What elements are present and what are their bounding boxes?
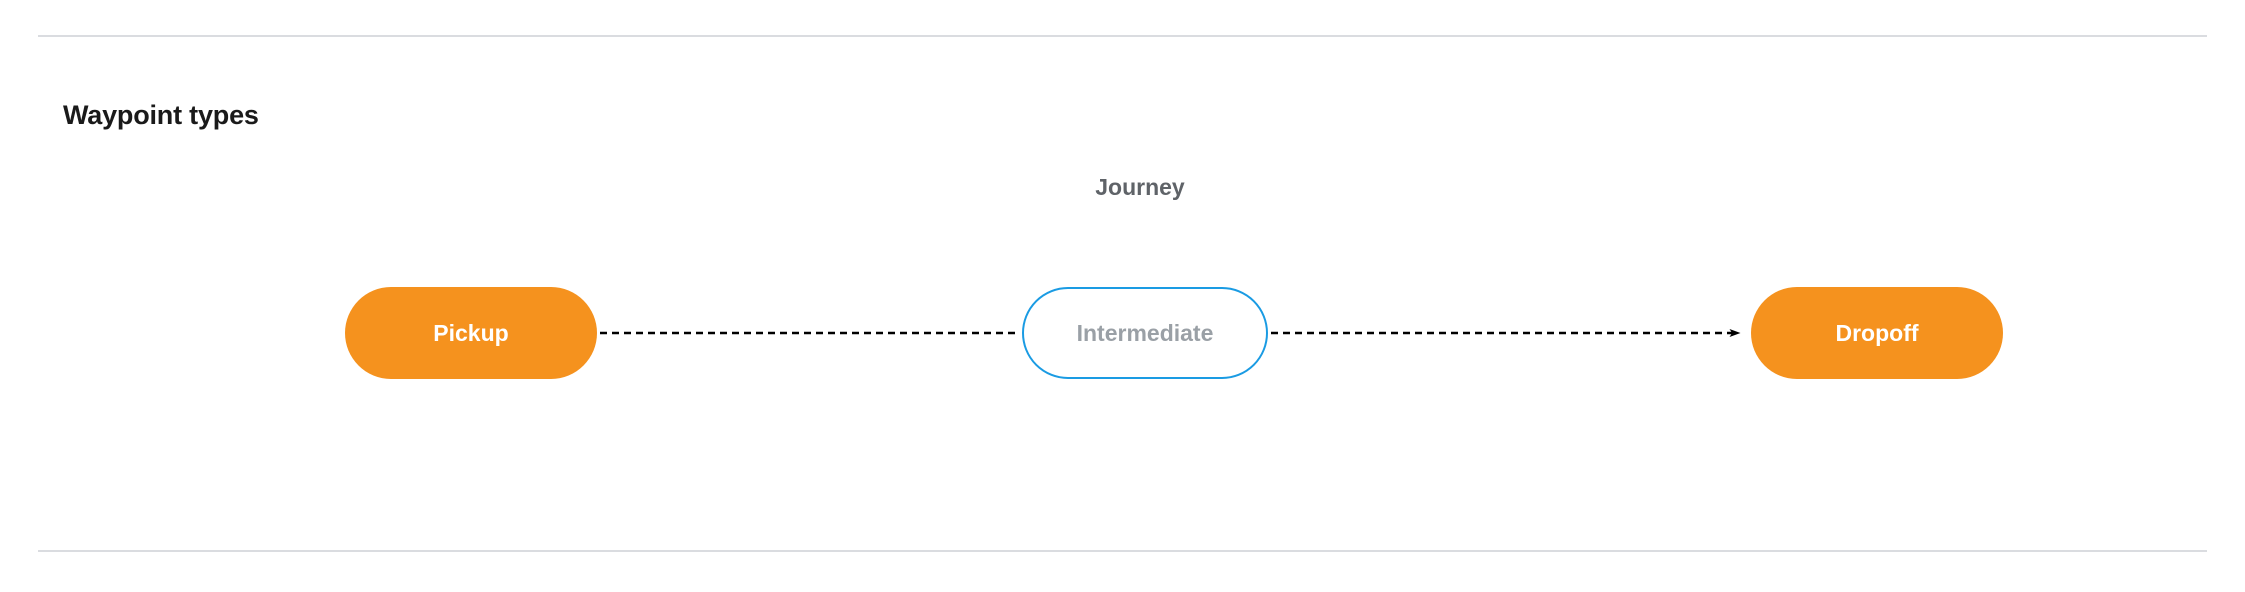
divider-bottom (38, 550, 2207, 552)
node-dropoff-label: Dropoff (1835, 319, 1919, 346)
page-title: Waypoint types (63, 100, 259, 131)
divider-top (38, 35, 2207, 37)
node-pickup-label: Pickup (433, 319, 509, 346)
node-intermediate[interactable]: Intermediate (1022, 287, 1268, 379)
group-caption-journey: Journey (1095, 174, 1185, 200)
node-intermediate-label: Intermediate (1076, 319, 1214, 346)
node-dropoff[interactable]: Dropoff (1751, 287, 2003, 379)
node-pickup[interactable]: Pickup (345, 287, 597, 379)
